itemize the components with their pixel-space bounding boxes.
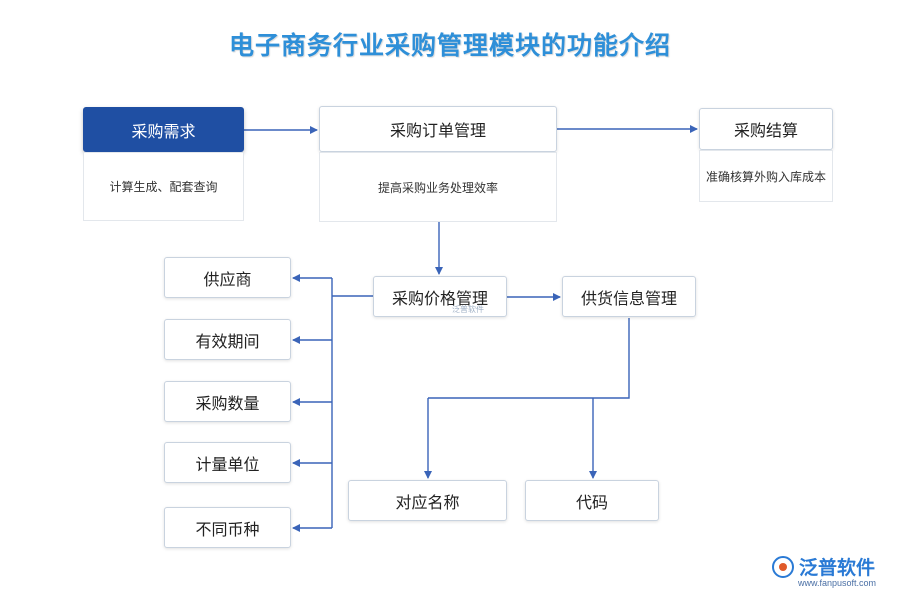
node-purchase-demand-desc: 计算生成、配套查询: [83, 152, 244, 221]
node-purchase-order-desc: 提高采购业务处理效率: [319, 152, 557, 222]
node-code: 代码: [525, 480, 659, 521]
node-measurement-unit: 计量单位: [164, 442, 291, 483]
node-supplier: 供应商: [164, 257, 291, 298]
brand-url: www.fanpusoft.com: [798, 578, 877, 588]
node-purchase-demand: 采购需求: [83, 107, 244, 152]
brand-logo-icon: [772, 555, 794, 578]
brand-logo: 泛普软件: [772, 553, 875, 580]
node-purchase-settlement: 采购结算: [699, 108, 833, 150]
diagram-title: 电子商务行业采购管理模块的功能介绍: [228, 31, 671, 60]
node-corresponding-name: 对应名称: [348, 480, 507, 521]
node-validity-period: 有效期间: [164, 319, 291, 360]
node-price-management: 采购价格管理: [373, 276, 507, 317]
node-purchase-order: 采购订单管理: [319, 106, 557, 152]
node-currency: 不同币种: [164, 507, 291, 548]
node-purchase-settlement-desc: 准确核算外购入库成本: [699, 150, 833, 202]
node-supply-info: 供货信息管理: [562, 276, 696, 317]
brand-logo-text: 泛普软件: [799, 557, 876, 579]
watermark: 泛普软件: [452, 305, 484, 314]
branch-from-supply: [428, 318, 630, 399]
node-purchase-quantity: 采购数量: [164, 381, 291, 422]
